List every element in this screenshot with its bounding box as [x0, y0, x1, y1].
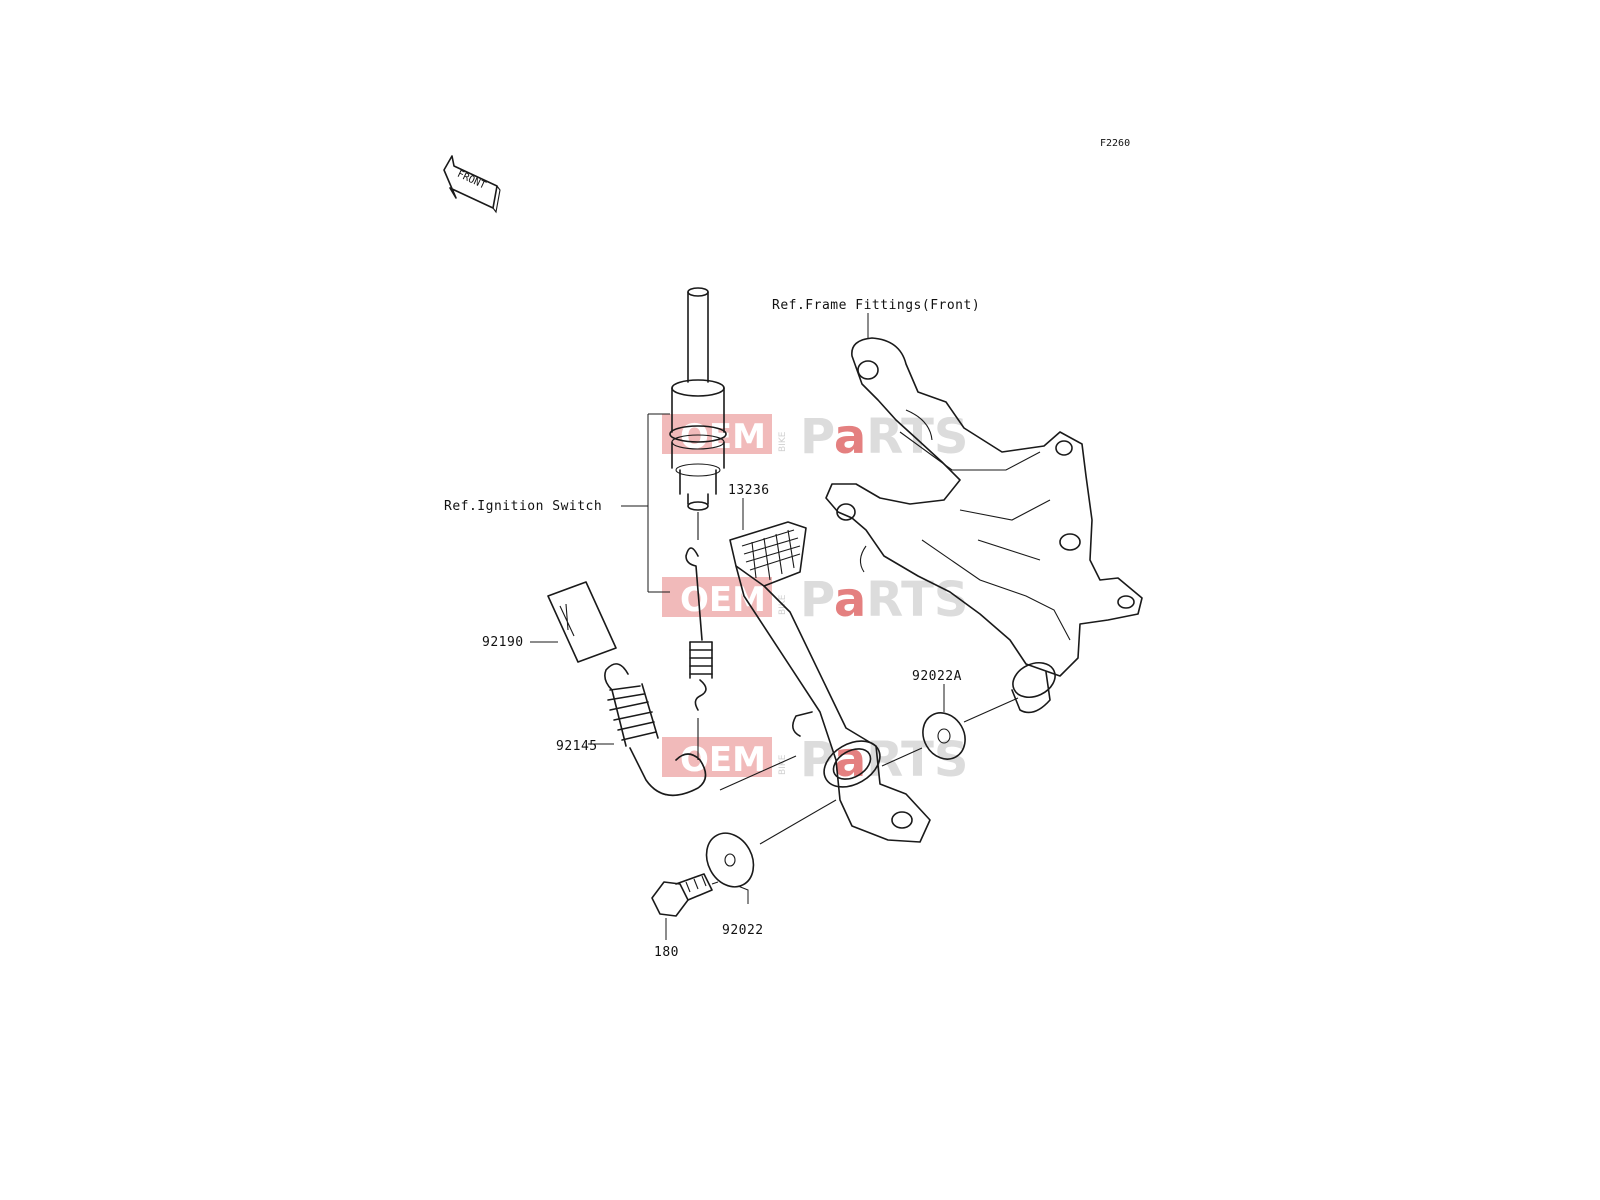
part-number-92022a[interactable]: 92022A [912, 669, 962, 684]
bolt-180-drawing [651, 873, 719, 917]
switch-spring-drawing [685, 547, 713, 760]
svg-text:OEM: OEM [680, 580, 766, 620]
part-number-92190[interactable]: 92190 [482, 635, 524, 650]
watermark: OEM BIKE PaRTS OEM BIKE PaRTS OEM BIKE P… [662, 409, 968, 788]
front-direction-arrow-icon: FRONT [443, 155, 501, 214]
return-spring-92145-drawing [604, 663, 797, 797]
ignition-switch-drawing [669, 287, 727, 540]
brake-pedal-13236-drawing [729, 521, 931, 843]
watermark-bottom: OEM BIKE PaRTS [662, 732, 968, 788]
part-number-92145[interactable]: 92145 [556, 739, 598, 754]
leader-lines [530, 313, 945, 940]
sleeve-92190-drawing [547, 581, 617, 663]
svg-text:PaRTS: PaRTS [800, 409, 968, 465]
svg-text:PaRTS: PaRTS [800, 732, 968, 788]
part-number-92022[interactable]: 92022 [722, 923, 764, 938]
part-number-180[interactable]: 180 [654, 945, 679, 960]
watermark-middle: OEM BIKE PaRTS [662, 572, 968, 628]
part-number-13236[interactable]: 13236 [728, 483, 770, 498]
watermark-bike-label: BIKE [778, 431, 788, 452]
svg-text:PaRTS: PaRTS [800, 572, 968, 628]
front-arrow-label: FRONT [455, 169, 487, 192]
svg-text:OEM: OEM [680, 740, 766, 780]
ref-frame-fittings-label: Ref.Frame Fittings(Front) [772, 298, 980, 313]
frame-fittings-drawing [825, 337, 1143, 714]
watermark-top: OEM BIKE PaRTS [662, 409, 968, 465]
washer-92022-drawing [705, 799, 837, 888]
diagram-code: F2260 [1100, 138, 1130, 149]
ref-ignition-switch-label: Ref.Ignition Switch [444, 499, 602, 514]
washer-92022a-drawing [881, 697, 1019, 767]
svg-text:BIKE: BIKE [778, 754, 788, 775]
